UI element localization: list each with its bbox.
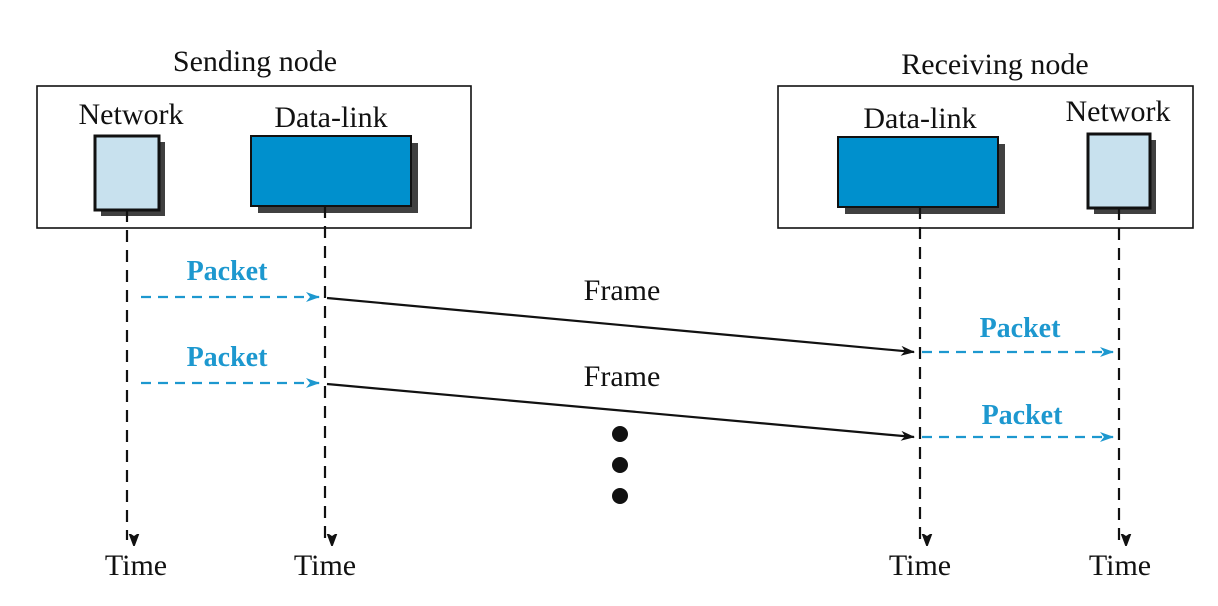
receiver-packet-label-2: Packet [982,400,1064,431]
sender-datalink-label: Data-link [274,101,387,134]
sender-network-label: Network [79,98,184,131]
frame-label-2: Frame [584,360,661,393]
ellipsis-dot [612,488,628,504]
receiver-packet-label-1: Packet [980,313,1062,344]
sender-network-box [93,134,161,212]
ellipsis-dot [612,426,628,442]
sending-node-frame [36,85,472,229]
sender-packet-label-1: Packet [187,256,269,287]
sender-datalink-box [250,135,412,207]
receiving-node-frame [777,85,1194,229]
receiver-datalink-label: Data-link [863,102,976,135]
receiver-network-label: Network [1066,95,1171,128]
time-label-receiver-datalink: Time [889,549,951,582]
sending-node-title: Sending node [173,45,337,78]
sender-packet-label-2: Packet [187,342,269,373]
frame-arrow-2 [326,382,915,441]
frame-arrow-1 [326,296,915,356]
frame-label-1: Frame [584,274,661,307]
receiving-node-title: Receiving node [901,48,1088,81]
receiver-datalink-box [837,136,999,208]
time-label-receiver-network: Time [1089,549,1151,582]
ellipsis-dot [612,457,628,473]
time-label-sender-network: Time [105,549,167,582]
receiver-network-box [1086,132,1152,210]
time-label-sender-datalink: Time [294,549,356,582]
